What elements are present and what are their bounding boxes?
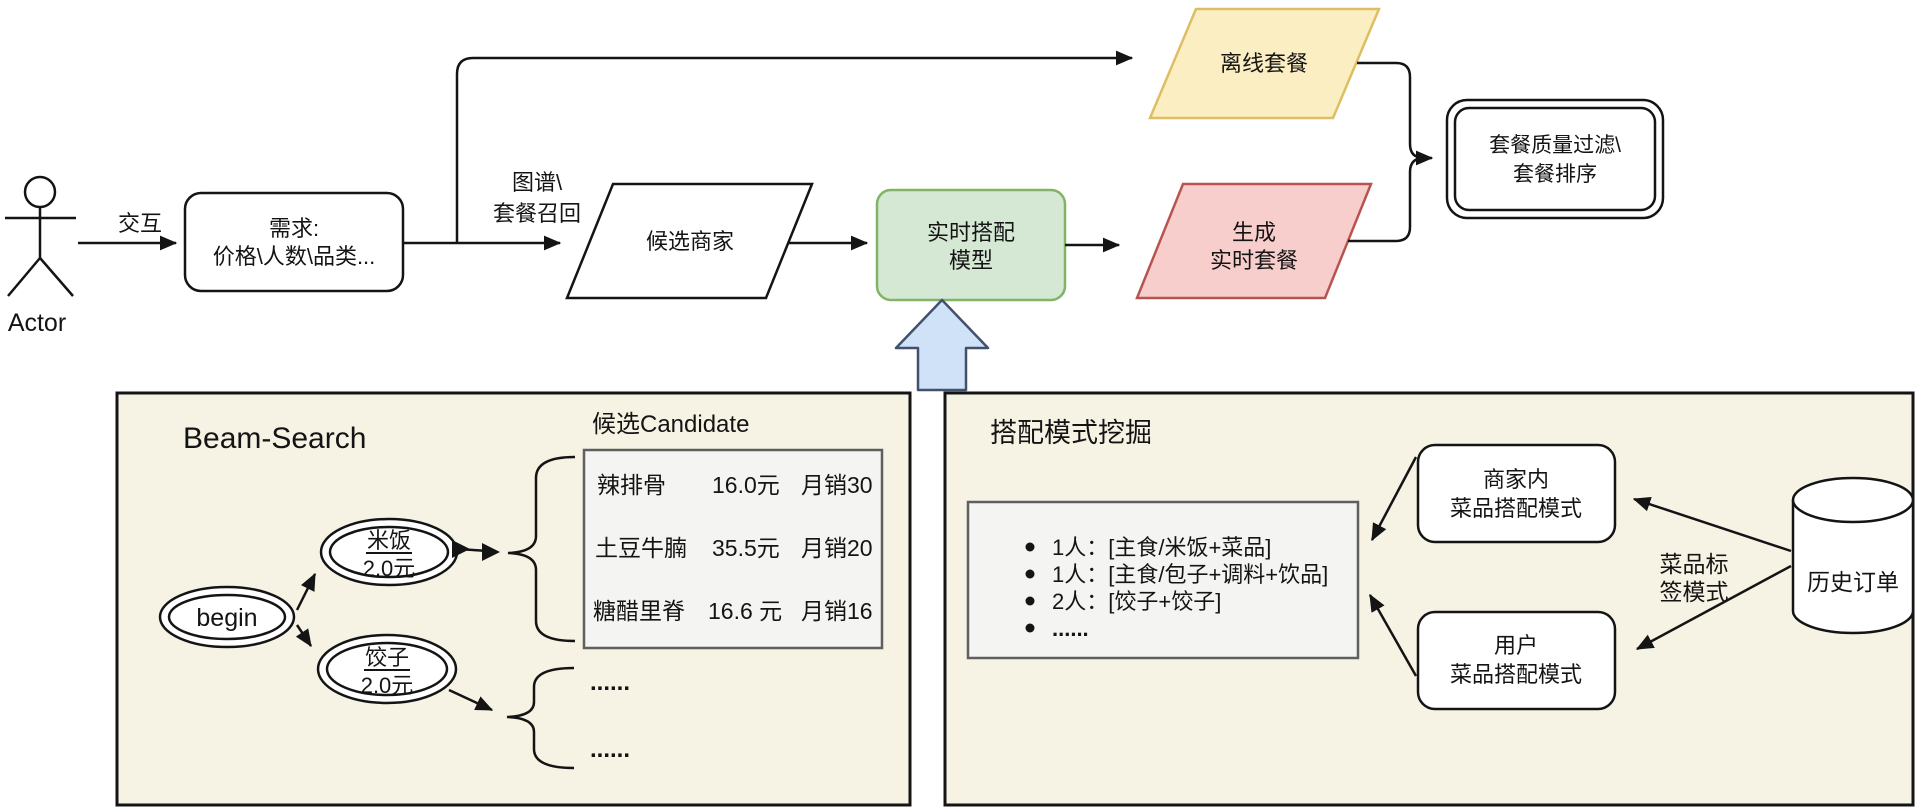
bullet-dot (1025, 596, 1035, 606)
dumpling-node-line1: 饺子 (365, 645, 409, 670)
merchant-pattern-line1: 商家内 (1483, 467, 1549, 492)
merchant-pattern-box (1416, 443, 1617, 544)
actor-head (23, 175, 57, 209)
candidate-row: 糖醋里脊 16.6 元 月销16 (593, 598, 873, 624)
history-orders-label: 历史订单 (1807, 569, 1899, 595)
actor-right-leg (39, 257, 74, 297)
cylinder-top (1791, 476, 1915, 524)
quality-line1: 套餐质量过滤\ (1489, 134, 1621, 157)
combo-to-quality-line (1348, 156, 1425, 243)
begin-node-inner (167, 593, 287, 641)
dumpling-node-line2: 2.0元 (361, 673, 414, 698)
actor-label: Actor (8, 309, 66, 337)
candidate-1-sales: 月销20 (801, 535, 873, 561)
offline-to-quality-line (1357, 61, 1434, 166)
demand-line2: 价格\人数\品类... (213, 244, 376, 269)
beam-search-title: Beam-Search (183, 422, 366, 455)
candidate-1-price: 35.5元 (712, 535, 780, 561)
candidate-brace (507, 455, 576, 643)
candidate-0-sales: 月销30 (801, 472, 873, 498)
user-to-list-arrow (1368, 593, 1418, 677)
quality-line2: 套餐排序 (1513, 163, 1597, 186)
bullet-dot (1025, 542, 1035, 552)
offline-combo-parallelogram (1148, 7, 1381, 120)
realtime-combo-line1: 生成 (1232, 220, 1276, 245)
ellipsis-row-2: ...... (590, 736, 630, 763)
demand-box (183, 191, 405, 293)
actor-left-leg (7, 257, 41, 297)
candidate-title: 候选Candidate (592, 411, 749, 438)
candidate-2-sales: 月销16 (801, 598, 873, 624)
quality-box-inner (1453, 106, 1657, 212)
realtime-combo-parallelogram (1135, 182, 1373, 300)
cylinder-body (1791, 500, 1915, 635)
history-orders-cylinder (1791, 476, 1915, 635)
ellipsis-row-1: ...... (590, 669, 630, 696)
demand-line1: 需求: (269, 216, 319, 241)
candidate-box (582, 448, 884, 650)
rice-arrowhead-1 (452, 540, 470, 558)
rice-node-line2: 2.0元 (363, 556, 416, 581)
candidate-1-name: 土豆牛腩 (595, 535, 687, 561)
pattern-list-box (966, 500, 1360, 660)
user-pattern-box (1416, 610, 1617, 711)
candidate-2-price: 16.6 元 (708, 598, 782, 624)
dumpling-to-brace-arrow (448, 688, 494, 712)
recall-label-line1: 图谱\ (512, 170, 563, 195)
candidate-0-price: 16.0元 (712, 472, 780, 498)
begin-to-dumpling-arrow (295, 624, 313, 648)
candidate-2-name: 糖醋里脊 (593, 598, 685, 624)
pattern-item-2: 2人：[饺子+饺子] (1052, 589, 1221, 614)
tag-pattern-line2: 签模式 (1660, 579, 1729, 605)
realtime-model-line2: 模型 (949, 248, 993, 273)
panel-to-model-up-arrow (894, 298, 990, 392)
candidate-row: 辣排骨 16.0元 月销30 (597, 472, 873, 498)
candidate-row: 土豆牛腩 35.5元 月销20 (595, 535, 873, 561)
offline-combo-label: 离线套餐 (1220, 51, 1308, 76)
realtime-combo-line2: 实时套餐 (1210, 248, 1298, 273)
pattern-panel-title: 搭配模式挖掘 (990, 418, 1152, 448)
begin-node-label: begin (196, 604, 257, 632)
bullet-dot (1025, 569, 1035, 579)
history-to-user-arrow (1635, 564, 1792, 651)
history-to-merchant-arrow (1632, 496, 1792, 553)
ellipsis-brace (506, 666, 575, 770)
user-pattern-line1: 用户 (1494, 633, 1538, 658)
merchant-to-list-arrow (1370, 456, 1418, 542)
begin-to-rice-arrow (295, 572, 317, 611)
tag-pattern-line1: 菜品标 (1660, 551, 1729, 577)
candidate-merchants-parallelogram (565, 182, 814, 300)
realtime-model-box (875, 188, 1067, 302)
rice-arrowhead-2 (482, 543, 500, 561)
offline-branch-line (455, 50, 1134, 243)
candidate-merchants-label: 候选商家 (646, 229, 734, 254)
recall-label-line2: 套餐召回 (493, 201, 581, 226)
rice-node-line1: 米饭 (367, 528, 411, 553)
interaction-label: 交互 (118, 211, 162, 236)
merchant-pattern-line2: 菜品搭配模式 (1450, 496, 1582, 521)
pattern-item-3: ...... (1052, 616, 1089, 641)
pattern-item-1: 1人：[主食/包子+调料+饮品] (1052, 562, 1328, 587)
actor-figure (5, 175, 76, 297)
bullet-dot (1025, 623, 1035, 633)
pattern-item-0: 1人：[主食/米饭+菜品] (1052, 535, 1271, 560)
user-pattern-line2: 菜品搭配模式 (1450, 662, 1582, 687)
candidate-0-name: 辣排骨 (597, 472, 666, 498)
pattern-list: 1人：[主食/米饭+菜品] 1人：[主食/包子+调料+饮品] 2人：[饺子+饺子… (1025, 535, 1328, 641)
realtime-model-line1: 实时搭配 (927, 220, 1015, 245)
